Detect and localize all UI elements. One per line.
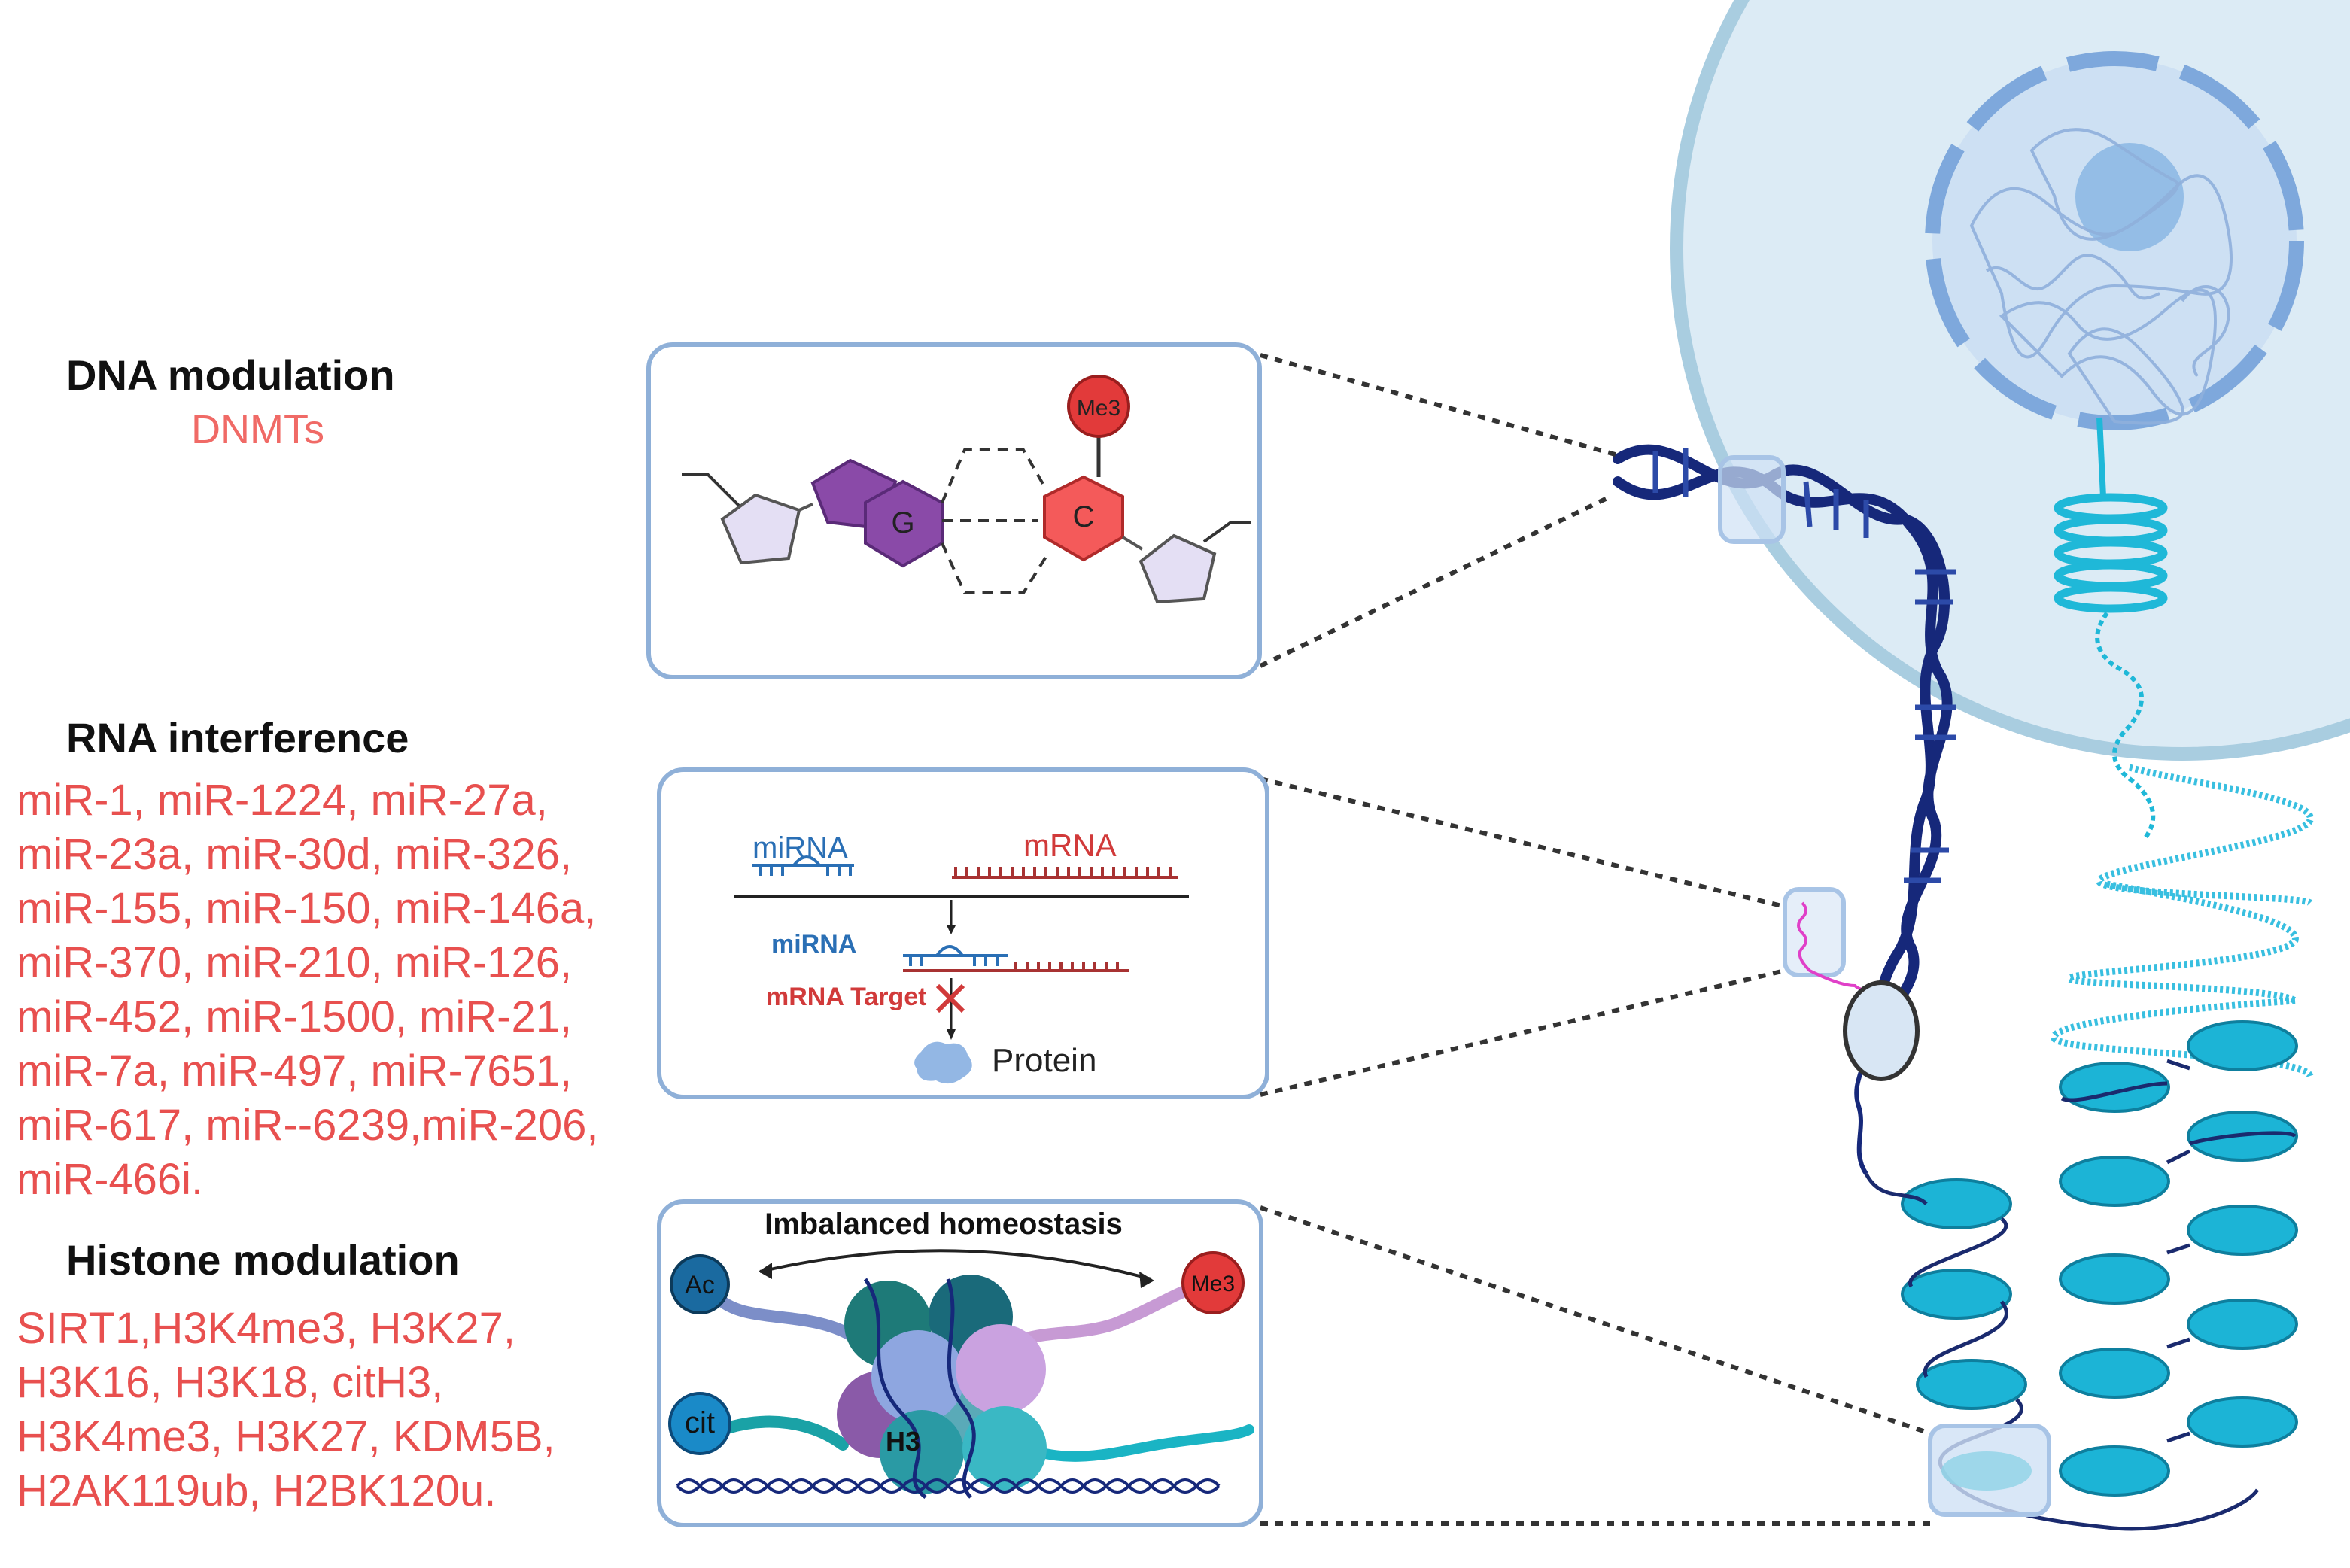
mirna-list-line: miR-370, miR-210, miR-126,: [17, 938, 573, 987]
methyl-group-histone: [1181, 1251, 1245, 1314]
cell: [1670, 0, 2350, 761]
chromatin-tangle: [1969, 128, 2233, 425]
histone-panel-title: Imbalanced homeostasis: [765, 1208, 1123, 1241]
blocked-x-icon: [935, 983, 965, 1013]
methyl-label: Me3: [1077, 396, 1120, 421]
histone-list-line: SIRT1,H3K4me3, H3K27,: [17, 1304, 516, 1353]
rna-interference-title: RNA interference: [66, 714, 409, 761]
mrna-label-top: mRNA: [1023, 828, 1117, 863]
panel-dna-strand: [676, 1478, 1221, 1494]
base-g-label: G: [891, 506, 914, 539]
mirna-list-line: miR-1, miR-1224, miR-27a,: [17, 776, 548, 825]
cit-label: cit: [685, 1406, 715, 1439]
mrna-strand-bound: [903, 962, 1129, 972]
rna-panel-frame: [657, 767, 1269, 1099]
dna-modulation-subtitle: DNMTs: [191, 407, 324, 452]
mirna-list-line: miR-466i.: [17, 1155, 204, 1204]
mrna-target-label: mRNA Target: [766, 983, 926, 1011]
citrullination-group: [668, 1392, 731, 1455]
mirna-list: miR-1, miR-1224, miR-27a, miR-23a, miR-3…: [17, 773, 599, 1207]
histone-octamer: [837, 1275, 1047, 1494]
mirna-strand-bound: [903, 945, 1008, 966]
mirna-label-bound: miRNA: [771, 930, 856, 959]
dna-zoom-marker: [1718, 455, 1786, 544]
methyl-group: [1067, 375, 1130, 438]
mirna-list-line: miR-617, miR--6239,miR-206,: [17, 1101, 599, 1150]
acetyl-group: [670, 1254, 730, 1314]
nucleosomes-left: [1901, 1178, 2027, 1410]
me3-label: Me3: [1191, 1272, 1235, 1296]
nucleosomes-right: [2059, 1020, 2298, 1497]
sugar-right: [1139, 533, 1217, 604]
connectors: [1259, 353, 1931, 1526]
histone-list-line: H3K4me3, H3K27, KDM5B,: [17, 1412, 555, 1461]
histone-mark-list: SIRT1,H3K4me3, H3K27, H3K16, H3K18, citH…: [17, 1302, 555, 1518]
ribosome-marker: [1843, 980, 1920, 1081]
protein-label: Protein: [992, 1042, 1096, 1079]
ac-label: Ac: [685, 1271, 715, 1299]
histone-list-line: H2AK119ub, H2BK120u.: [17, 1466, 497, 1515]
rna-zoom-marker: [1783, 887, 1846, 977]
mirna-strand-top: [752, 855, 854, 876]
histone-modulation-title: Histone modulation: [66, 1236, 460, 1284]
sugar-left: [720, 493, 801, 565]
histone-panel: Imbalanced homeostasis H3 Ac: [657, 1199, 1263, 1527]
mrna-strand-top: [952, 867, 1178, 879]
dna-helix: [1613, 444, 2260, 1531]
dna-methylation-panel: G C Me3: [646, 342, 1262, 679]
h3-label: H3: [886, 1426, 920, 1457]
mirna-list-line: miR-452, miR-1500, miR-21,: [17, 992, 573, 1041]
mirna-list-line: miR-23a, miR-30d, miR-326,: [17, 830, 573, 879]
right-chromatin: [2051, 417, 2314, 1497]
protein-icon: [914, 1041, 972, 1084]
cytosine-ring: [1043, 475, 1124, 562]
mirna-list-line: miR-7a, miR-497, miR-7651,: [17, 1047, 573, 1095]
mirna-list-line: miR-155, miR-150, miR-146a,: [17, 884, 597, 933]
rna-interference-panel: miRNA mRNA miRNA mRNA Target: [657, 767, 1269, 1099]
histone-list-line: H3K16, H3K18, citH3,: [17, 1358, 444, 1407]
base-c-label: C: [1073, 500, 1095, 533]
dna-modulation-title: DNA modulation: [66, 351, 395, 399]
